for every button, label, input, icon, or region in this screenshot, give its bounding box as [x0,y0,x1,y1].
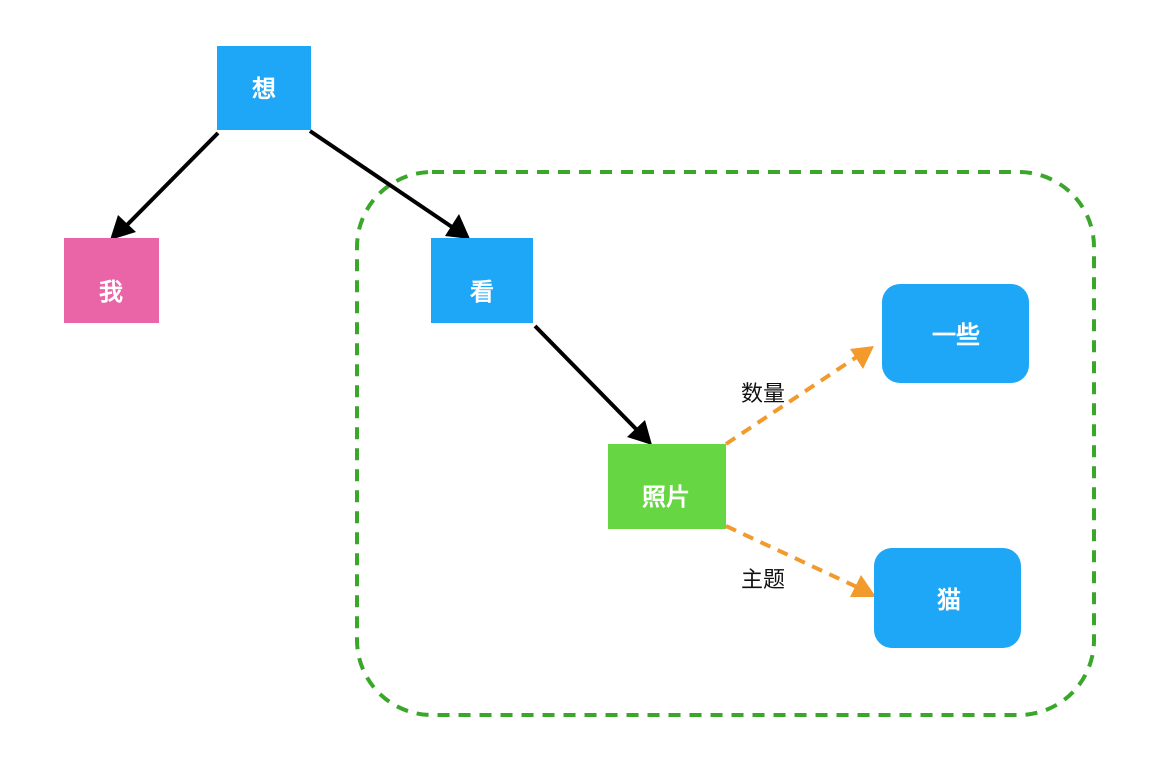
arrowhead [110,215,136,240]
arrowhead [850,346,874,369]
arrowhead [850,575,876,597]
node-xiang[interactable]: 想 [217,46,311,130]
edge-xiang-to-wo [110,131,220,240]
edge-kan-to-zhaopian [533,324,652,445]
edge-label-shuliang: 数量 [741,382,785,407]
node-label-yixie: 一些 [932,321,980,349]
edge-xiang-to-kan [308,129,470,239]
node-label-zhaopian: 照片 [642,483,690,511]
node-label-mao: 猫 [937,586,961,614]
node-wo[interactable]: 我 [64,238,159,323]
edge-zhaopian-to-mao [725,524,876,597]
node-kan[interactable]: 看 [431,238,533,323]
node-zhaopian[interactable]: 照片 [608,444,726,529]
node-label-wo: 我 [99,278,123,306]
edge-label-zhuti: 主题 [741,568,785,593]
node-mao[interactable]: 猫 [874,548,1021,648]
node-label-kan: 看 [470,278,494,306]
arrowhead [627,420,652,445]
node-label-xiang: 想 [252,75,276,103]
arrowhead [445,214,470,239]
edge-zhaopian-to-yixie [724,346,874,446]
node-yixie[interactable]: 一些 [882,284,1029,383]
